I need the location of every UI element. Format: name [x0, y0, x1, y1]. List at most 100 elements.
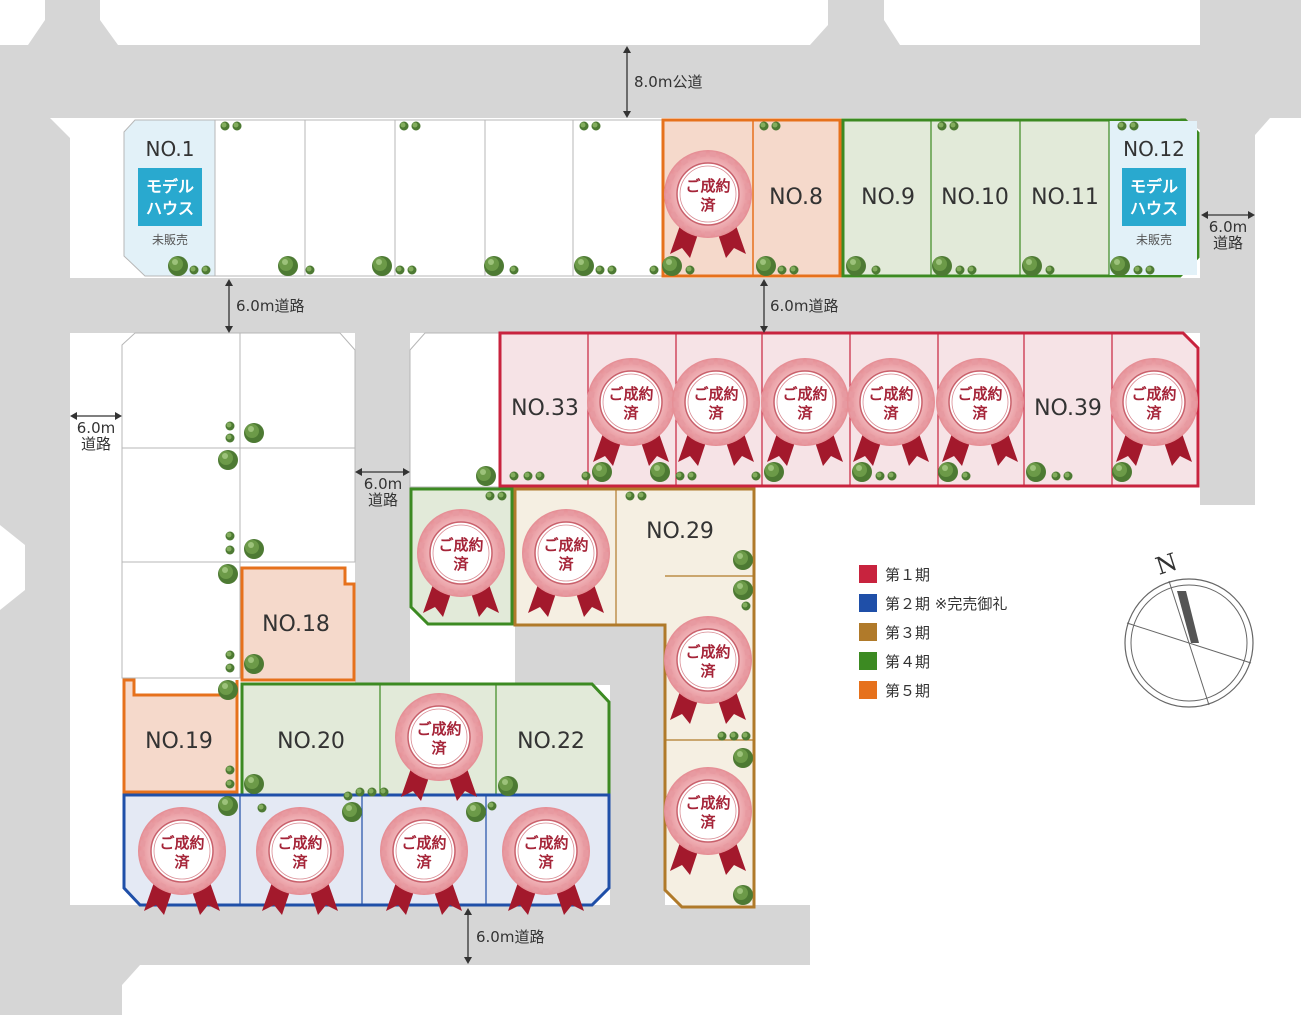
svg-text:済: 済 [883, 404, 899, 422]
lot-label-20: NO.20 [277, 729, 345, 754]
svg-text:ご成約: ご成約 [523, 834, 568, 852]
road-width-arrow [225, 279, 233, 333]
lot-label-8: NO.8 [769, 185, 823, 210]
road-width-arrow [1201, 211, 1255, 219]
svg-text:済: 済 [708, 404, 724, 422]
lot-label-11: NO.11 [1031, 185, 1099, 210]
road-width-arrow [464, 908, 472, 964]
svg-text:ご成約: ご成約 [685, 643, 730, 661]
svg-text:済: 済 [292, 853, 308, 871]
svg-text:ご成約: ご成約 [693, 385, 738, 403]
svg-text:ハウス: ハウス [1130, 199, 1178, 218]
svg-text:済: 済 [700, 662, 716, 680]
lot-label-29: NO.29 [646, 519, 714, 544]
svg-text:ご成約: ご成約 [685, 177, 730, 195]
lot-numbers: NO.1 NO.8 NO.9 NO.10 NO.11 NO.12 NO.18 N… [145, 137, 1185, 754]
road-label-upper-right: 6.0m道路 [770, 297, 838, 315]
svg-text:ご成約: ご成約 [543, 536, 588, 554]
legend-swatch [859, 652, 877, 670]
road-width-arrow [70, 412, 122, 420]
svg-text:済: 済 [174, 853, 190, 871]
lot-label-1: NO.1 [146, 137, 195, 161]
svg-text:済: 済 [1146, 404, 1162, 422]
legend-swatch [859, 681, 877, 699]
road-label-top: 8.0m公道 [634, 73, 702, 91]
svg-text:済: 済 [431, 739, 447, 757]
unsold-label: 未販売 [1136, 232, 1172, 247]
svg-text:ご成約: ご成約 [401, 834, 446, 852]
legend-item: 第３期 [859, 623, 930, 642]
lot-label-33: NO.33 [511, 396, 579, 421]
road-width-arrow [623, 46, 631, 118]
svg-text:ご成約: ご成約 [685, 794, 730, 812]
road-label-inner: 道路 [368, 491, 398, 509]
svg-text:ご成約: ご成約 [416, 720, 461, 738]
lot-label-39: NO.39 [1034, 396, 1102, 421]
legend-swatch [859, 623, 877, 641]
road-label-right-width: 6.0m [1209, 218, 1247, 236]
lot-label-10: NO.10 [941, 185, 1009, 210]
legend-label: 第２期 ※完売御礼 [885, 595, 1007, 613]
legend-item: 第２期 ※完売御礼 [859, 594, 1007, 613]
legend-label: 第４期 [885, 653, 930, 671]
model-house-1: モデル ハウス 未販売 [138, 168, 202, 247]
svg-text:ご成約: ご成約 [438, 536, 483, 554]
svg-text:ご成約: ご成約 [277, 834, 322, 852]
legend-item: 第１期 [859, 565, 930, 584]
svg-text:モデル: モデル [146, 177, 194, 196]
lot-label-18: NO.18 [262, 612, 330, 637]
legend-item: 第５期 [859, 681, 930, 700]
svg-text:済: 済 [623, 404, 639, 422]
road-width-arrow [355, 468, 410, 476]
legend-label: 第１期 [885, 566, 930, 584]
road-label-left: 道路 [81, 435, 111, 453]
svg-text:ご成約: ご成約 [608, 385, 653, 403]
legend-label: 第３期 [885, 624, 930, 642]
legend-swatch [859, 565, 877, 583]
unsold-label: 未販売 [152, 232, 188, 247]
svg-text:ご成約: ご成約 [782, 385, 827, 403]
svg-text:ご成約: ご成約 [159, 834, 204, 852]
svg-text:済: 済 [700, 196, 716, 214]
svg-text:ご成約: ご成約 [957, 385, 1002, 403]
lot-label-12: NO.12 [1123, 137, 1185, 161]
svg-text:済: 済 [972, 404, 988, 422]
road-width-arrow [760, 279, 768, 333]
svg-text:済: 済 [416, 853, 432, 871]
road-label-bottom: 6.0m道路 [476, 928, 544, 946]
road-label-upper-left: 6.0m道路 [236, 297, 304, 315]
svg-text:済: 済 [538, 853, 554, 871]
left-block [121, 332, 611, 907]
legend-item: 第４期 [859, 652, 930, 671]
svg-text:ご成約: ご成約 [868, 385, 913, 403]
legend-label: 第５期 [885, 682, 930, 700]
svg-text:ハウス: ハウス [146, 199, 194, 218]
svg-text:済: 済 [700, 813, 716, 831]
road-labels [70, 46, 1255, 964]
legend-swatch [859, 594, 877, 612]
model-house-12: モデル ハウス 未販売 [1122, 168, 1186, 247]
svg-text:済: 済 [453, 555, 469, 573]
svg-text:済: 済 [797, 404, 813, 422]
road-label-left-width: 6.0m [77, 419, 115, 437]
road-label-right: 道路 [1213, 234, 1243, 252]
